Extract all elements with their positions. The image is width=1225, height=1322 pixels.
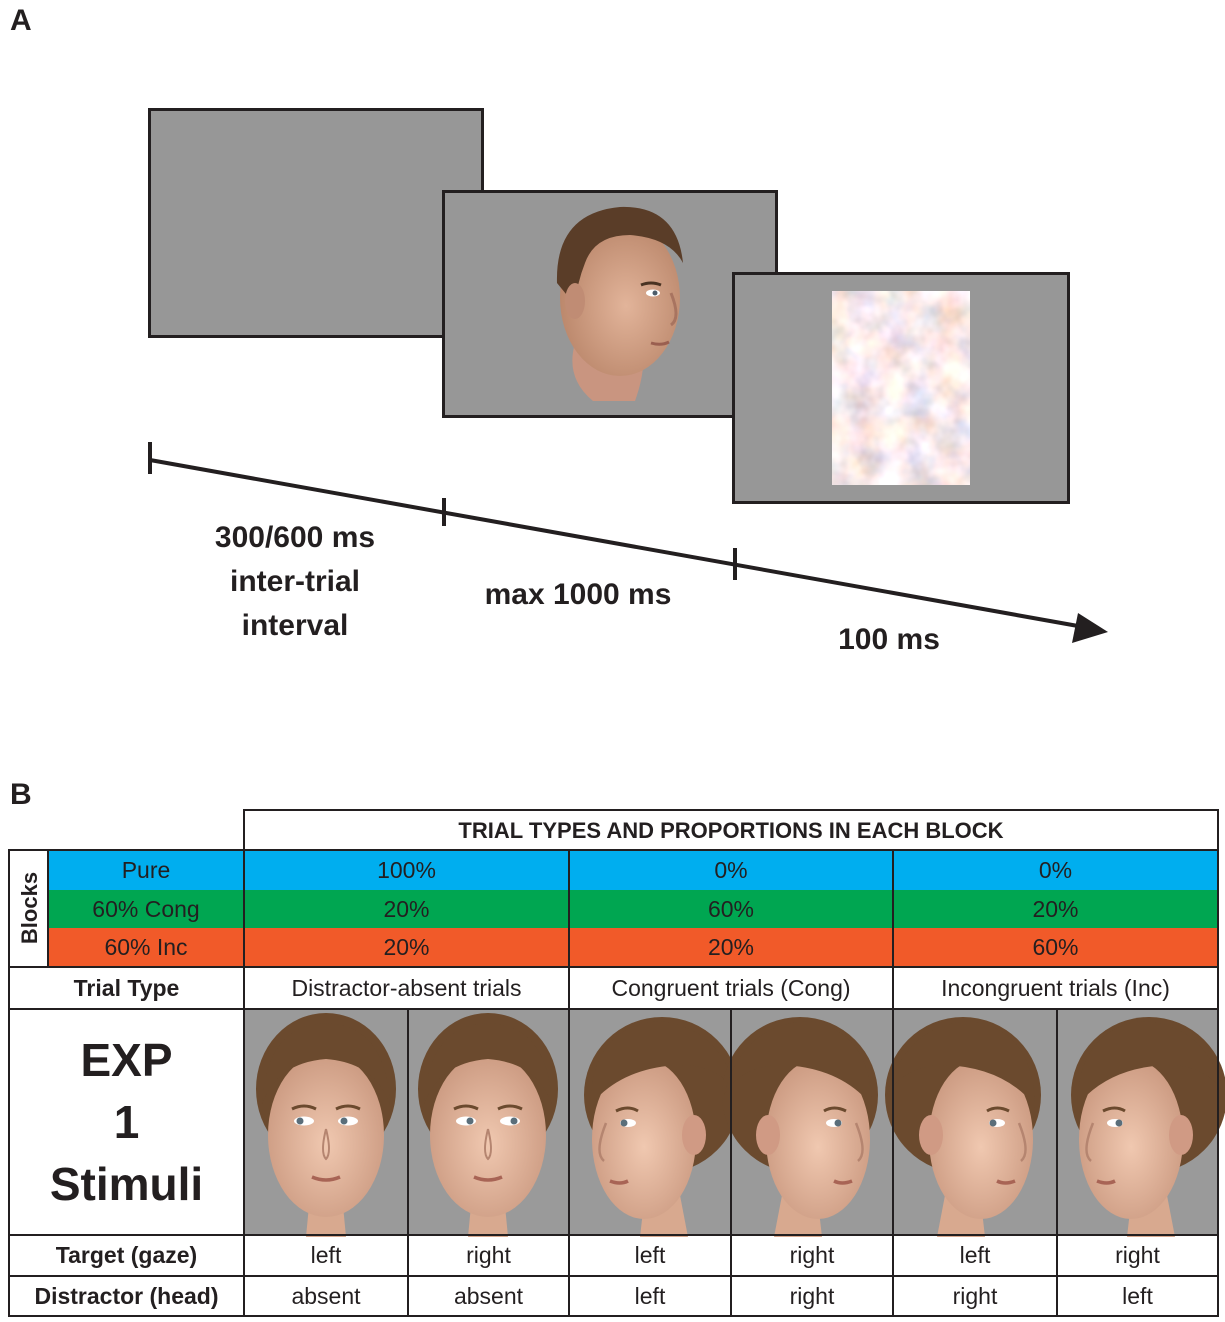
table-header: TRIAL TYPES AND PROPORTIONS IN EACH BLOC… [458, 818, 1004, 843]
block-pure-absent-pct: 100% [377, 856, 436, 883]
iris-marker [466, 1117, 474, 1125]
distractor-label: Distractor (head) [34, 1282, 219, 1309]
mask-screen [732, 272, 1070, 504]
target-cell: right [466, 1242, 511, 1268]
distractor-cell: absent [291, 1282, 361, 1309]
iti-duration-label: 300/600 ms inter-trial interval [214, 521, 376, 642]
block-pure-cong-pct: 0% [714, 856, 748, 883]
block-inc-inc-pct: 60% [1032, 933, 1079, 960]
target-label: Target (gaze) [55, 1242, 198, 1268]
mask-duration-label: 100 ms [838, 623, 940, 656]
iris-marker [510, 1117, 518, 1125]
trial-type-incongruent: Incongruent trials (Inc) [941, 974, 1170, 1001]
trial-type-congruent: Congruent trials (Cong) [611, 974, 851, 1001]
experiment-title: EXP 1 Stimuli [49, 1034, 204, 1210]
block-inc-absent-pct: 20% [383, 933, 430, 960]
target-cell: right [1115, 1242, 1160, 1268]
distractor-cell: left [634, 1282, 666, 1309]
block-cong-cong-pct: 60% [707, 895, 755, 922]
iris-marker [340, 1117, 348, 1125]
trial-type-absent: Distractor-absent trials [291, 974, 522, 1001]
distractor-cell: left [1122, 1282, 1153, 1309]
target-cell: right [789, 1242, 835, 1268]
male-head-image [556, 206, 683, 401]
block-cong-inc-pct: 20% [1032, 895, 1079, 922]
iris-marker [834, 1119, 842, 1127]
block-pure-inc-pct: 0% [1038, 856, 1073, 883]
target-cell: left [310, 1242, 342, 1268]
blocks-axis-label: Blocks [17, 871, 42, 945]
distractor-cell: right [952, 1282, 998, 1309]
iris-marker [296, 1117, 304, 1125]
iris-marker [620, 1119, 628, 1127]
distractor-cell: absent [453, 1282, 524, 1309]
panel-b-letter: B [10, 778, 32, 811]
iris-marker [1115, 1119, 1123, 1127]
block-cong-absent-pct: 20% [383, 895, 430, 922]
trial-type-label: Trial Type [73, 974, 180, 1001]
block-name-cong: 60% Cong [92, 895, 200, 922]
block-name-pure: Pure [121, 856, 171, 883]
face-cue-screen [442, 190, 778, 418]
iris-marker [989, 1119, 997, 1127]
panel-a-letter: A [10, 4, 32, 37]
cue-duration-label: max 1000 ms [484, 578, 672, 611]
noise-mask-image [832, 291, 970, 485]
target-cell: left [959, 1242, 991, 1268]
block-name-inc: 60% Inc [104, 933, 188, 960]
target-cell: left [634, 1242, 666, 1268]
timeline-arrow [148, 442, 1108, 643]
distractor-cell: right [789, 1282, 835, 1309]
block-inc-cong-pct: 20% [707, 933, 755, 960]
